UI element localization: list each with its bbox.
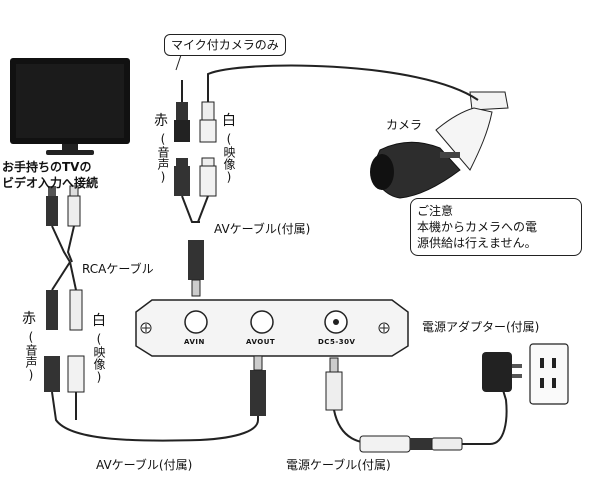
mic-camera-only-label: マイク付カメラのみ: [164, 34, 286, 56]
rca-red-plug-bottom: [44, 290, 60, 392]
top-red-sub-label: (音声): [156, 132, 170, 184]
bottom-red-label: 赤: [22, 311, 36, 327]
caution-line2: 源供給は行えません。: [417, 236, 537, 250]
rca-white-plug-bottom: [67, 289, 85, 393]
rca-white-plug-top: [67, 185, 81, 227]
camera-icon: [370, 91, 509, 199]
rca-red-plug-top: [46, 186, 58, 226]
rca-cable-label: RCAケーブル: [82, 262, 154, 276]
power-cable: [333, 379, 508, 445]
bottom-red-sub-label: (音声): [24, 330, 38, 382]
bottom-av-cable: [51, 391, 259, 442]
bottom-white-sub-label: (映像): [92, 332, 106, 384]
port-avin-label: AVIN: [184, 338, 205, 346]
top-red-label: 赤: [154, 113, 168, 129]
av-cable-top-label: AVケーブル(付属): [214, 222, 311, 236]
caution-line1: 本機からカメラへの電: [417, 220, 538, 234]
power-adapter-icon: [482, 352, 522, 392]
converter-box: [135, 299, 409, 357]
top-white-plug: [199, 101, 217, 197]
top-white-sub-label: (映像): [222, 132, 236, 184]
rca-cable: [51, 225, 77, 291]
power-cable-label: 電源ケーブル(付属): [286, 458, 391, 472]
tv-label-line1: お手持ちのTVの: [2, 160, 92, 174]
tv-icon: [10, 58, 130, 155]
av-in-plug: [188, 240, 204, 297]
power-adapter-label: 電源アダプター(付属): [422, 320, 540, 334]
wall-outlet-icon: [529, 343, 569, 405]
port-dc-label: DC5-30V: [318, 338, 356, 346]
top-red-plug: [174, 102, 190, 196]
bottom-white-label: 白: [92, 313, 106, 329]
caution-note: ご注意 本機からカメラへの電 源供給は行えません。: [410, 198, 582, 256]
tv-label-line2: ビデオ入力へ接続: [2, 176, 99, 190]
port-avout-label: AVOUT: [246, 338, 276, 346]
camera-label: カメラ: [386, 118, 423, 132]
av-cable-bottom-label: AVケーブル(付属): [96, 458, 193, 472]
top-white-label: 白: [222, 113, 236, 129]
av-out-plug: [250, 355, 266, 416]
dc-plug: [325, 357, 343, 411]
dc-connector: [359, 435, 463, 453]
caution-title: ご注意: [417, 204, 454, 218]
